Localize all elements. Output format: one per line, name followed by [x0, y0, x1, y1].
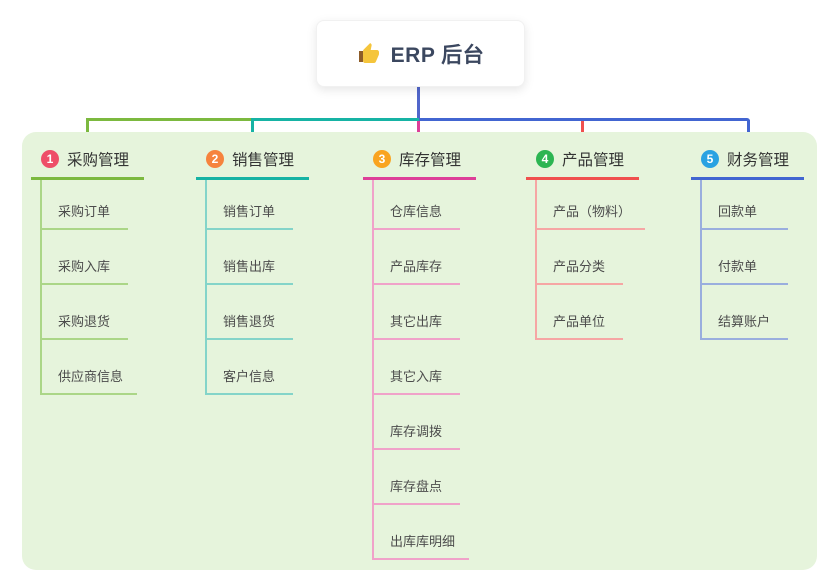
branch-header[interactable]: 3 库存管理	[363, 146, 476, 180]
child-node[interactable]: 产品库存	[374, 230, 460, 285]
branch-1: 1 采购管理 采购订单采购入库采购退货供应商信息	[31, 146, 144, 395]
connector-horizontal-branch2	[251, 118, 420, 121]
branch-label: 产品管理	[562, 152, 625, 169]
branch-number-badge: 4	[536, 150, 554, 168]
branch-label: 财务管理	[727, 152, 790, 169]
child-node[interactable]: 出库库明细	[374, 505, 470, 560]
background-panel	[22, 132, 817, 570]
child-node[interactable]: 产品（物料）	[537, 180, 646, 230]
child-node[interactable]: 采购订单	[42, 180, 128, 230]
branch-children: 采购订单采购入库采购退货供应商信息	[40, 180, 144, 395]
branch-number-badge: 2	[206, 150, 224, 168]
child-node[interactable]: 其它出库	[374, 285, 460, 340]
branch-header[interactable]: 5 财务管理	[691, 146, 804, 180]
connector-horizontal-branch5	[419, 118, 750, 121]
branch-number-badge: 5	[701, 150, 719, 168]
branch-3: 3 库存管理 仓库信息产品库存其它出库其它入库库存调拨库存盘点出库库明细	[363, 146, 476, 560]
root-node-erp[interactable]: ERP 后台	[316, 20, 525, 87]
branch-children: 销售订单销售出库销售退货客户信息	[205, 180, 309, 395]
child-node[interactable]: 采购入库	[42, 230, 128, 285]
child-node[interactable]: 产品分类	[537, 230, 623, 285]
branch-number-badge: 3	[373, 150, 391, 168]
branch-number-badge: 1	[41, 150, 59, 168]
child-node[interactable]: 销售订单	[207, 180, 293, 230]
child-node[interactable]: 客户信息	[207, 340, 293, 395]
branch-4: 4 产品管理 产品（物料）产品分类产品单位	[526, 146, 646, 340]
child-node[interactable]: 采购退货	[42, 285, 128, 340]
branch-children: 回款单付款单结算账户	[700, 180, 804, 340]
branch-header[interactable]: 2 销售管理	[196, 146, 309, 180]
root-node-label: ERP 后台	[390, 43, 485, 67]
branch-header[interactable]: 4 产品管理	[526, 146, 639, 180]
child-node[interactable]: 销售出库	[207, 230, 293, 285]
connector-horizontal-branch1	[86, 118, 254, 121]
child-node[interactable]: 回款单	[702, 180, 788, 230]
branch-label: 库存管理	[399, 152, 462, 169]
child-node[interactable]: 产品单位	[537, 285, 623, 340]
child-node[interactable]: 仓库信息	[374, 180, 460, 230]
child-node[interactable]: 结算账户	[702, 285, 788, 340]
child-node[interactable]: 付款单	[702, 230, 788, 285]
root-trunk-connector	[417, 85, 420, 121]
branch-children: 产品（物料）产品分类产品单位	[535, 180, 646, 340]
thumbs-up-icon	[357, 42, 381, 66]
child-node[interactable]: 供应商信息	[42, 340, 138, 395]
child-node[interactable]: 销售退货	[207, 285, 293, 340]
branch-label: 销售管理	[232, 152, 295, 169]
child-node[interactable]: 库存盘点	[374, 450, 460, 505]
branch-2: 2 销售管理 销售订单销售出库销售退货客户信息	[196, 146, 309, 395]
branch-children: 仓库信息产品库存其它出库其它入库库存调拨库存盘点出库库明细	[372, 180, 476, 560]
child-node[interactable]: 库存调拨	[374, 395, 460, 450]
branch-label: 采购管理	[67, 152, 130, 169]
branch-5: 5 财务管理 回款单付款单结算账户	[691, 146, 804, 340]
child-node[interactable]: 其它入库	[374, 340, 460, 395]
branch-header[interactable]: 1 采购管理	[31, 146, 144, 180]
